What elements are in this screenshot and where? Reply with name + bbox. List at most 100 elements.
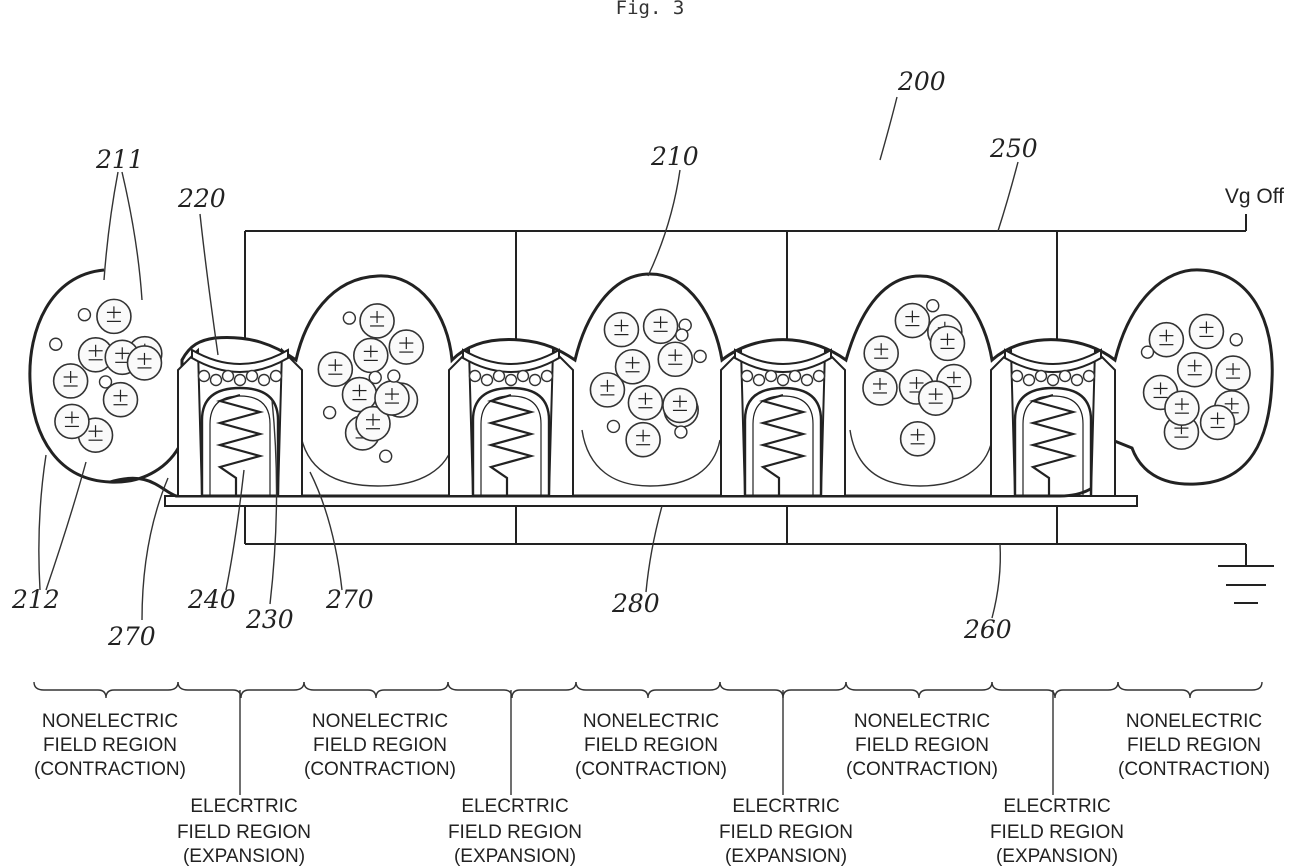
ref-250: 250 — [989, 134, 1038, 163]
region-text: (EXPANSION) — [996, 846, 1118, 866]
region-brace — [303, 681, 449, 699]
region-brace — [33, 681, 179, 699]
small-particle — [468, 369, 482, 383]
figure-title: Fig. 3 — [616, 0, 685, 19]
particle-cluster-3 — [589, 308, 707, 458]
region-text: NONELECTRIC — [312, 711, 448, 732]
membrane — [1004, 348, 1102, 373]
particle-cluster-4 — [862, 299, 972, 457]
small-particle — [98, 375, 113, 389]
small-particle — [492, 369, 506, 383]
particle-cluster-1 — [49, 298, 163, 453]
small-particle — [1082, 369, 1096, 383]
small-particle — [49, 337, 63, 351]
region-text: FIELD REGION — [177, 822, 311, 843]
small-particle — [1022, 373, 1036, 387]
leader-270-right — [309, 471, 343, 591]
side-wall — [547, 347, 574, 497]
nonelectric-label-3: NONELECTRIC FIELD REGION (CONTRACTION) — [575, 711, 727, 780]
ref-240: 240 — [187, 585, 236, 614]
ref-212: 212 — [11, 585, 60, 614]
membrane — [191, 348, 289, 373]
small-particle — [788, 369, 802, 383]
ref-220: 220 — [177, 184, 226, 213]
region-text: FIELD REGION — [584, 735, 718, 756]
particle-cluster-2 — [317, 303, 425, 463]
side-wall — [990, 347, 1017, 497]
inner-chamber — [743, 386, 823, 496]
small-particle — [480, 373, 494, 387]
region-text: ELECRTRIC — [732, 796, 839, 817]
small-particle — [1046, 373, 1060, 387]
side-wall — [276, 347, 303, 497]
small-particle — [926, 299, 940, 313]
small-particle — [1070, 373, 1084, 387]
small-particle — [528, 373, 542, 387]
small-particle — [1140, 345, 1155, 359]
small-particle — [1058, 369, 1072, 383]
electric-label-3: ELECRTRIC FIELD REGION (EXPANSION) — [719, 796, 853, 866]
spring-icon — [758, 393, 808, 496]
ref-270-left: 270 — [107, 622, 156, 651]
side-wall — [1089, 347, 1116, 497]
cell-layer — [28, 268, 1274, 498]
chamber-unit-2 — [448, 347, 574, 497]
small-particle — [800, 373, 814, 387]
side-wall — [177, 347, 204, 497]
small-particle — [233, 373, 247, 387]
region-text: NONELECTRIC — [42, 711, 178, 732]
small-particle — [368, 370, 382, 385]
region-text: ELECRTRIC — [1003, 796, 1110, 817]
particle-cluster-5 — [1140, 313, 1251, 450]
region-text: FIELD REGION — [990, 822, 1124, 843]
small-particle — [540, 369, 554, 383]
region-text: (CONTRACTION) — [34, 759, 186, 780]
region-text: (CONTRACTION) — [846, 759, 998, 780]
leader-280 — [645, 505, 663, 593]
region-text: FIELD REGION — [719, 822, 853, 843]
small-particle — [740, 369, 754, 383]
small-particle — [516, 369, 530, 383]
region-text: FIELD REGION — [313, 735, 447, 756]
leader-200 — [879, 96, 898, 161]
inner-chamber — [471, 386, 551, 496]
side-wall — [720, 347, 747, 497]
small-particle — [812, 369, 826, 383]
leader-212b — [45, 461, 87, 591]
cell-lobe-2 — [581, 429, 721, 487]
electric-label-1: ELECRTRIC FIELD REGION (EXPANSION) — [177, 796, 311, 866]
vg-off-label: Vg Off — [1225, 185, 1284, 208]
region-brace — [845, 681, 993, 699]
ref-280: 280 — [611, 589, 660, 618]
nonelectric-label-1: NONELECTRIC FIELD REGION (CONTRACTION) — [34, 711, 186, 780]
nonelectric-label-2: NONELECTRIC FIELD REGION (CONTRACTION) — [304, 711, 456, 780]
small-particle — [387, 369, 401, 383]
region-brace — [991, 681, 1119, 699]
region-text: NONELECTRIC — [854, 711, 990, 732]
region-dividers — [239, 690, 1054, 795]
ref-210: 210 — [650, 142, 699, 171]
chamber-unit-1 — [177, 347, 303, 497]
region-brace — [177, 681, 305, 699]
nonelectric-label-5: NONELECTRIC FIELD REGION (CONTRACTION) — [1118, 711, 1270, 780]
region-brace — [575, 681, 721, 699]
small-particle — [752, 373, 766, 387]
inner-chamber — [1013, 386, 1093, 496]
small-particle — [1229, 333, 1243, 347]
spring-icon — [215, 393, 265, 496]
ref-230: 230 — [245, 605, 294, 634]
small-particle — [197, 369, 211, 383]
leader-212a — [38, 454, 47, 591]
ref-200: 200 — [897, 67, 946, 96]
region-text: (CONTRACTION) — [304, 759, 456, 780]
leader-210 — [647, 169, 681, 277]
side-wall — [819, 347, 846, 497]
leader-lines — [38, 96, 1019, 621]
small-particle — [322, 405, 337, 420]
ref-211: 211 — [95, 145, 144, 174]
small-particle — [269, 369, 283, 383]
small-particle — [1010, 369, 1024, 383]
small-particle — [675, 328, 689, 342]
region-text: FIELD REGION — [1127, 735, 1261, 756]
